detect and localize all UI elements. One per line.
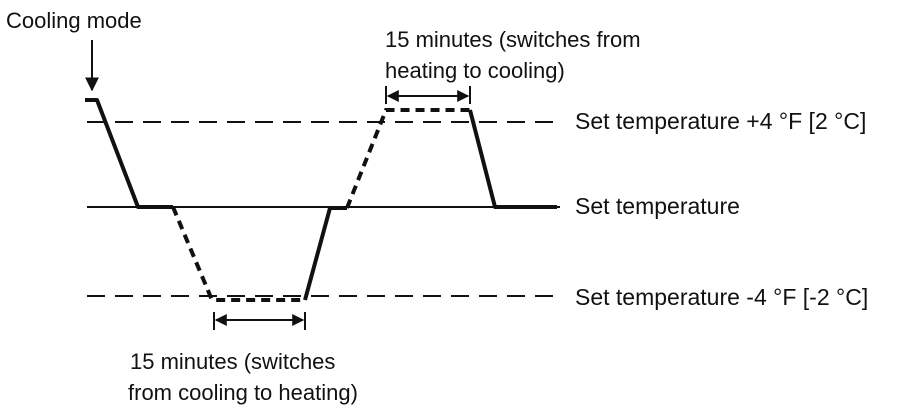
set-temperature-label: Set temperature	[575, 193, 740, 219]
set-temperature-minus-label: Set temperature -4 °F [-2 °C]	[575, 284, 868, 310]
upper-duration-bracket	[385, 86, 471, 104]
lower-note-line2: from cooling to heating)	[128, 380, 358, 405]
cooling-trace-start	[85, 98, 173, 209]
heating-trace-dotted-high	[345, 108, 470, 209]
upper-note-line1: 15 minutes (switches from	[385, 27, 641, 52]
lower-note-line1: 15 minutes (switches	[130, 349, 335, 374]
upper-note-line2: heating to cooling)	[385, 58, 565, 83]
heating-trace-dotted-low	[171, 206, 305, 302]
lower-duration-bracket	[213, 312, 306, 330]
set-temperature-plus-label: Set temperature +4 °F [2 °C]	[575, 108, 866, 134]
cooling-mode-label: Cooling mode	[6, 8, 142, 33]
cooling-trace-end	[468, 109, 557, 209]
trace-rise-to-set	[303, 206, 347, 301]
